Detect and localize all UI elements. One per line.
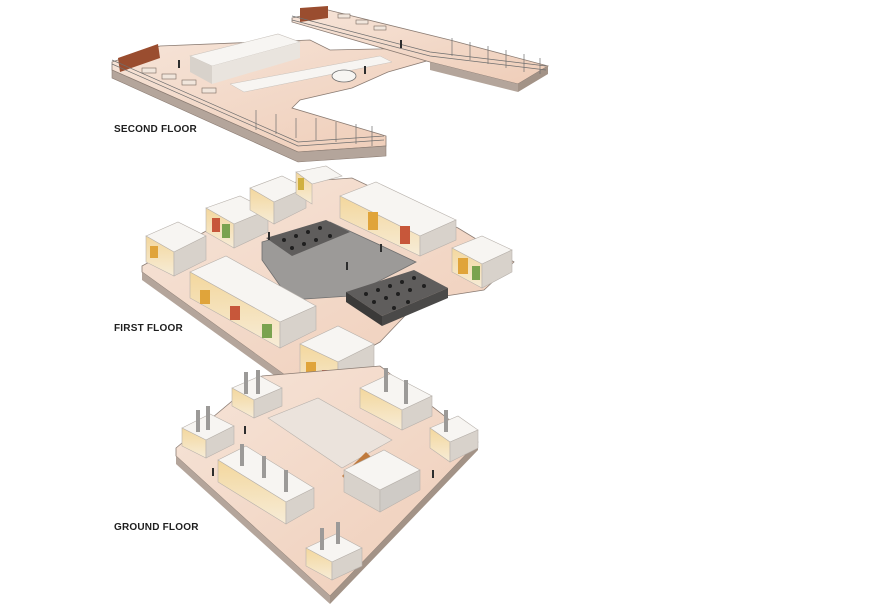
market-hall-floor — [267, 397, 393, 469]
first-floor-people — [268, 232, 382, 270]
first-floor-label: FIRST FLOOR — [114, 323, 183, 334]
first-floor-slab-edge — [142, 272, 300, 394]
second-floor-wing-edge — [430, 62, 518, 92]
second-floor-label: SECOND FLOOR — [114, 124, 197, 135]
second-floor-tables — [141, 13, 387, 94]
second-floor-slab-edge — [111, 69, 387, 163]
ground-floor-label: GROUND FLOOR — [114, 522, 199, 533]
ground-floor-level — [175, 365, 479, 604]
first-floor-seating — [282, 226, 426, 310]
second-floor-level — [111, 6, 550, 163]
first-floor-level — [141, 165, 515, 401]
kiosk — [331, 69, 357, 83]
second-floor-people — [178, 40, 402, 74]
ground-floor-people — [212, 426, 434, 478]
brick-wall-left — [118, 44, 160, 72]
brick-wall-right — [300, 6, 328, 22]
second-floor-railings — [111, 15, 547, 147]
ground-floor-slab-edge — [176, 456, 330, 604]
seating-area-upper — [266, 220, 350, 256]
ground-floor-columns — [196, 368, 448, 550]
